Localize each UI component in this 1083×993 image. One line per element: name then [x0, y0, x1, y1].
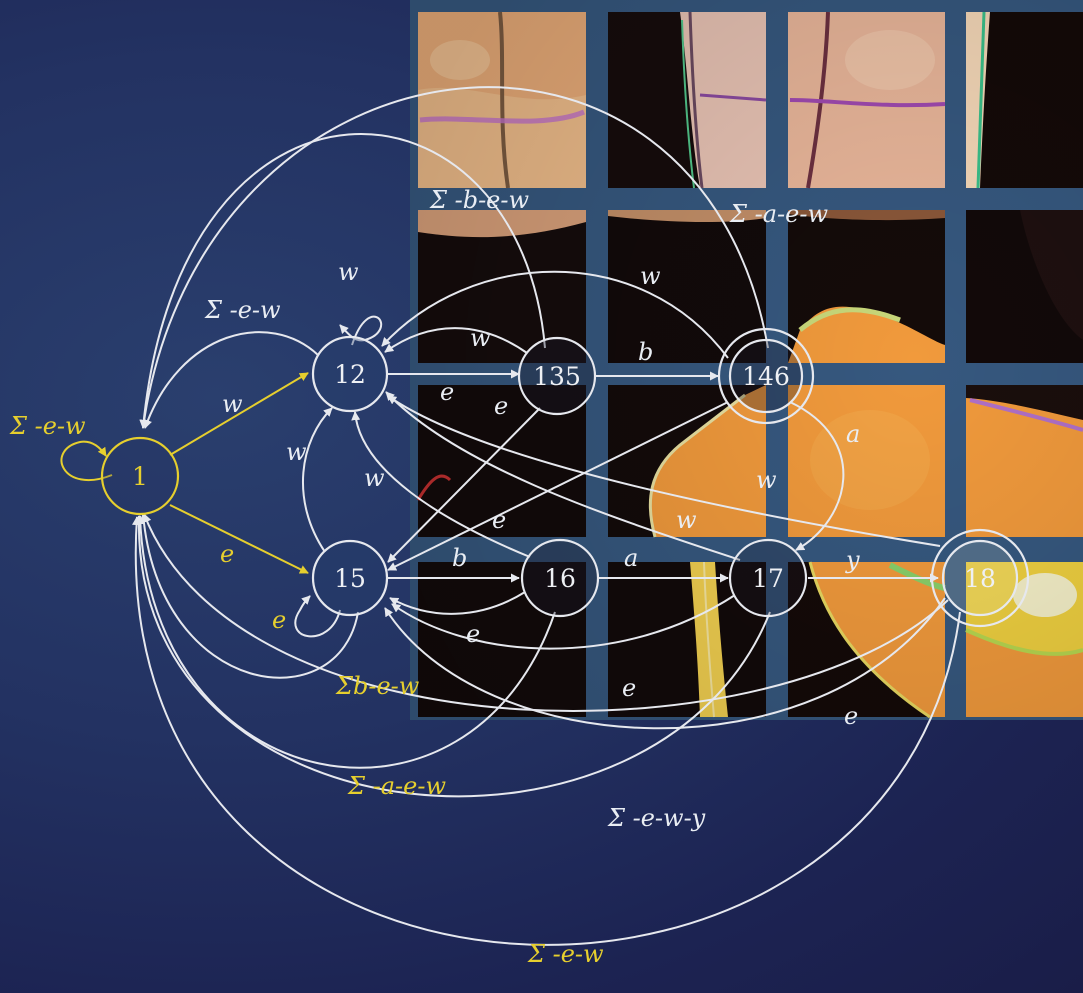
- state-node-15: 15: [313, 541, 387, 615]
- edge-label-146-1: Σ -a-e-w: [729, 200, 828, 228]
- edge-label-12-135: e: [440, 378, 454, 406]
- edge-label-15-1: Σb-e-w: [335, 672, 420, 700]
- edge-label-12-1: Σ -e-w: [204, 296, 281, 324]
- edge-label-1-15: e: [220, 540, 234, 568]
- edge-label-17-1: Σ -e-w-y: [607, 804, 706, 832]
- edge-label-12-self: w: [338, 258, 359, 286]
- edge-label-15-self: e: [272, 606, 286, 634]
- svg-text:1: 1: [132, 462, 148, 491]
- state-node-146: 146: [719, 329, 813, 423]
- edge-label-16-12: w: [364, 464, 385, 492]
- edge-1-to-15: [170, 505, 308, 573]
- edge-15-to-12: [303, 408, 332, 552]
- edge-label-135-12: w: [470, 324, 491, 352]
- svg-text:17: 17: [752, 564, 784, 593]
- edge-label-18-12-w: w: [676, 506, 697, 534]
- edge-label-135-15: e: [494, 392, 508, 420]
- state-node-17: 17: [730, 540, 806, 616]
- svg-text:18: 18: [964, 564, 996, 593]
- svg-text:16: 16: [544, 564, 576, 593]
- state-node-16: 16: [522, 540, 598, 616]
- edge-label-16-1: Σ -a-e-w: [347, 772, 446, 800]
- edge-label-17-15-bottom: e: [844, 702, 858, 730]
- edge-label-18-15: e: [622, 674, 636, 702]
- edge-label-17-18: y: [845, 546, 860, 574]
- edge-label-15-16: b: [452, 544, 467, 572]
- svg-text:146: 146: [742, 362, 790, 391]
- edge-label-146-17: a: [846, 420, 860, 448]
- edge-label-15-12: w: [286, 438, 307, 466]
- edge-label-16-15: e: [492, 506, 506, 534]
- edge-label-17-15: e: [466, 620, 480, 648]
- edge-label-146-12: w: [640, 262, 661, 290]
- edge-label-17-12-w: w: [756, 466, 777, 494]
- edge-label-1-self: Σ -e-w: [9, 412, 86, 440]
- edge-label-1-12: w: [222, 390, 243, 418]
- edge-label-18-1: Σ -e-w: [527, 940, 604, 968]
- state-node-12: 12: [313, 337, 387, 411]
- edge-label-16-17: a: [624, 544, 638, 572]
- edge-label-135-146: b: [638, 338, 653, 366]
- state-node-18: 18: [932, 530, 1028, 626]
- state-node-135: 135: [519, 338, 595, 414]
- state-node-1: 1: [102, 438, 178, 514]
- svg-text:15: 15: [334, 564, 366, 593]
- svg-text:135: 135: [533, 362, 581, 391]
- svg-text:12: 12: [334, 360, 366, 389]
- edge-label-135-1: Σ -b-e-w: [429, 186, 529, 214]
